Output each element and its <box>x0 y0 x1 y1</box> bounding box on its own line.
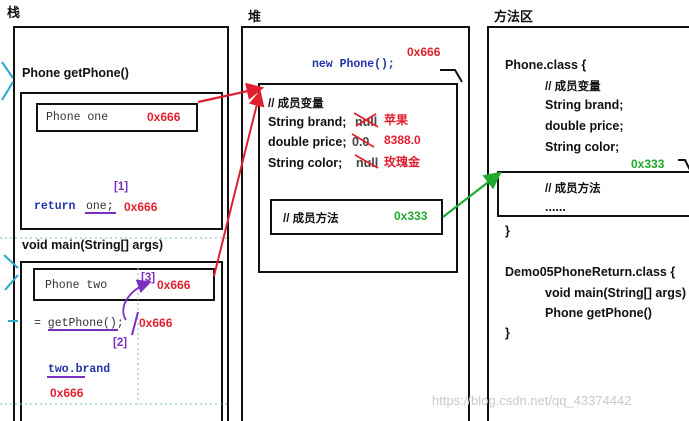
method-area <box>487 26 689 421</box>
class-methods-address: 0x333 <box>631 157 665 171</box>
heap-color-old: null <box>356 156 379 170</box>
main-frame <box>20 261 223 421</box>
new-keyword-text: new Phone(); <box>312 58 395 71</box>
return-class-title: Demo05PhoneReturn.class { <box>505 265 676 279</box>
heap-brand-new: 苹果 <box>384 113 409 127</box>
method-area-header: 方法区 <box>494 9 534 24</box>
heap-color-new: 玫瑰金 <box>384 155 421 169</box>
var-one-box <box>36 103 198 132</box>
class-getphone-method: Phone getPhone() <box>545 306 652 320</box>
class-methods-comment: // 成员方法 <box>545 183 601 195</box>
class-main-method: void main(String[] args) <box>545 286 686 300</box>
stack-header: 栈 <box>7 5 21 20</box>
phone-class-title: Phone.class { <box>505 58 587 72</box>
heap-fields-comment: // 成员变量 <box>268 98 324 110</box>
return-value: 0x666 <box>124 200 158 214</box>
phone-class-close: } <box>505 224 510 238</box>
heap-price-old: 0.0 <box>352 135 370 149</box>
assign-step-label: [3] <box>141 272 156 284</box>
brand-address: 0x666 <box>50 386 84 400</box>
heap-header: 堆 <box>248 9 262 24</box>
heap-methods-box <box>270 199 443 235</box>
heap-methods-address: 0x333 <box>394 209 428 223</box>
var-two-label: Phone two <box>45 279 108 292</box>
main-frame-title: void main(String[] args) <box>22 238 163 252</box>
var-one-value: 0x666 <box>147 110 181 124</box>
getphone-frame-title: Phone getPhone() <box>22 66 129 80</box>
call-return-value: 0x666 <box>139 316 173 330</box>
new-phone-expression: new Phone(); <box>312 58 395 71</box>
heap-field-brand: String brand; <box>268 115 347 129</box>
heap-field-price: double price; <box>268 135 347 149</box>
var-two-value: 0x666 <box>157 278 191 292</box>
return-step-label: [1] <box>114 181 129 193</box>
class-field-color: String color; <box>545 140 620 154</box>
heap-methods-comment: // 成员方法 <box>283 213 339 225</box>
return-keyword: return <box>34 200 76 213</box>
var-one-label: Phone one <box>46 111 109 124</box>
return-var: one; <box>86 200 114 213</box>
heap-price-new: 8388.0 <box>384 133 421 147</box>
heap-object-address: 0x666 <box>407 45 441 59</box>
call-expression: = getPhone(); <box>34 317 124 330</box>
call-step-label: [2] <box>113 337 128 349</box>
brand-expression: two.brand <box>48 363 111 376</box>
class-field-price: double price; <box>545 119 624 133</box>
heap-field-color: String color; <box>268 156 343 170</box>
class-field-brand: String brand; <box>545 98 624 112</box>
phone-object-box <box>258 83 458 273</box>
class-methods-dots: ...... <box>545 200 566 214</box>
cyan-bracket-top <box>1 61 14 101</box>
heap-brand-old: null <box>355 115 378 129</box>
watermark: https://blog.csdn.net/qq_43374442 <box>432 393 632 408</box>
return-class-close: } <box>505 326 510 340</box>
class-fields-comment: // 成员变量 <box>545 81 601 93</box>
